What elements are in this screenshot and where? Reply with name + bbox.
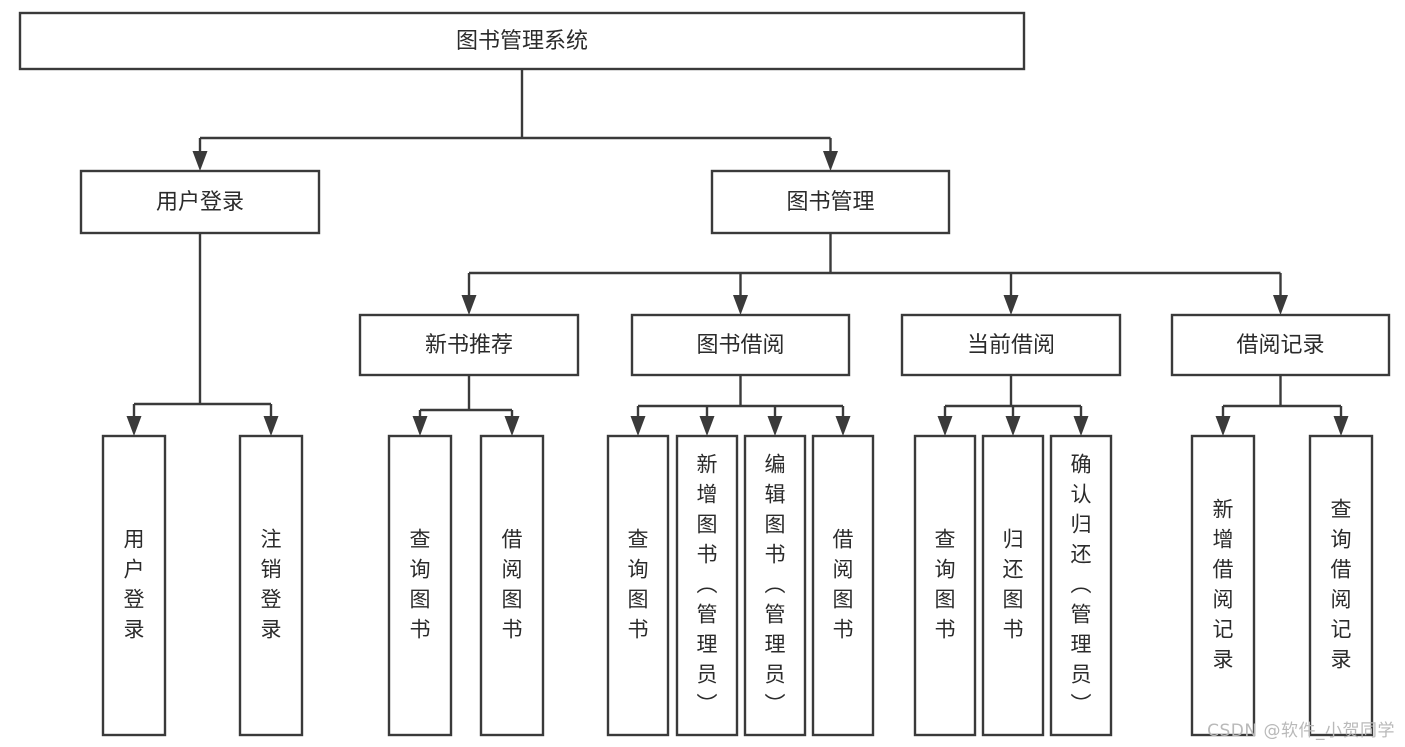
arrow-head-icon	[823, 151, 838, 171]
connector-group-borrow-record	[1215, 375, 1349, 436]
node-label: 查询图书	[935, 528, 956, 642]
node-leaf-query-book-1[interactable]: 查询图书	[387, 434, 453, 737]
node-new-book-recommend[interactable]: 新书推荐	[358, 313, 580, 377]
node-box	[743, 434, 807, 737]
connector-layer	[126, 69, 1349, 436]
node-box	[630, 313, 851, 377]
node-box	[18, 11, 1026, 71]
node-layer: 图书管理系统用户登录图书管理新书推荐图书借阅当前借阅借阅记录用户登录注销登录查询…	[18, 11, 1391, 737]
node-box	[358, 313, 580, 377]
node-box	[101, 434, 167, 737]
node-label: 确认归还︵管理员︶	[1071, 453, 1092, 717]
node-leaf-query-book-2[interactable]: 查询图书	[606, 434, 670, 737]
node-leaf-query-book-3[interactable]: 查询图书	[913, 434, 977, 737]
node-label: 新增图书︵管理员︶	[697, 453, 718, 717]
node-current-borrow[interactable]: 当前借阅	[900, 313, 1122, 377]
arrow-head-icon	[1073, 416, 1089, 436]
node-leaf-return-book[interactable]: 归还图书	[981, 434, 1045, 737]
node-label: 查询图书	[410, 528, 431, 642]
arrow-head-icon	[263, 416, 279, 436]
node-label: 查询图书	[628, 528, 649, 642]
node-box	[981, 434, 1045, 737]
node-box	[1170, 313, 1391, 377]
node-leaf-borrow-book-2[interactable]: 借阅图书	[811, 434, 875, 737]
node-box	[387, 434, 453, 737]
node-leaf-query-borrow-record[interactable]: 查询借阅记录	[1308, 434, 1374, 737]
node-box	[1049, 434, 1113, 737]
node-label: 图书管理	[786, 190, 874, 215]
node-box	[1308, 434, 1374, 737]
node-book-borrow[interactable]: 图书借阅	[630, 313, 851, 377]
node-box	[238, 434, 304, 737]
node-user-login[interactable]: 用户登录	[79, 169, 321, 235]
connector-group-new-book-recommend	[412, 375, 520, 436]
node-box	[710, 169, 951, 235]
arrow-head-icon	[412, 416, 428, 436]
arrow-head-icon	[1215, 416, 1231, 436]
arrow-head-icon	[126, 416, 142, 436]
arrow-head-icon	[733, 295, 748, 315]
arrow-head-icon	[937, 416, 953, 436]
node-box	[900, 313, 1122, 377]
arrow-head-icon	[1273, 295, 1288, 315]
node-leaf-confirm-return-admin[interactable]: 确认归还︵管理员︶	[1049, 434, 1113, 737]
node-box	[811, 434, 875, 737]
node-label: 新书推荐	[425, 333, 513, 358]
node-box	[606, 434, 670, 737]
connector-group-current-borrow	[937, 375, 1089, 436]
connector-group-root	[192, 69, 838, 171]
node-box	[675, 434, 739, 737]
node-leaf-logout[interactable]: 注销登录	[238, 434, 304, 737]
node-label: 归还图书	[1003, 528, 1024, 642]
arrow-head-icon	[1005, 416, 1021, 436]
node-box	[913, 434, 977, 737]
node-leaf-borrow-book-1[interactable]: 借阅图书	[479, 434, 545, 737]
connector-group-book-management	[461, 233, 1288, 315]
node-label: 图书管理系统	[456, 29, 588, 54]
node-label: 当前借阅	[967, 333, 1055, 358]
arrow-head-icon	[835, 416, 851, 436]
node-label: 注销登录	[261, 528, 282, 642]
node-label: 用户登录	[156, 190, 244, 215]
node-box	[79, 169, 321, 235]
node-leaf-add-book-admin[interactable]: 新增图书︵管理员︶	[675, 434, 739, 737]
node-borrow-record[interactable]: 借阅记录	[1170, 313, 1391, 377]
node-box	[1190, 434, 1256, 737]
node-label: 编辑图书︵管理员︶	[765, 453, 786, 717]
node-label: 新增借阅记录	[1213, 498, 1234, 672]
node-leaf-edit-book-admin[interactable]: 编辑图书︵管理员︶	[743, 434, 807, 737]
node-label: 借阅记录	[1236, 333, 1324, 358]
node-box	[479, 434, 545, 737]
node-root[interactable]: 图书管理系统	[18, 11, 1026, 71]
arrow-head-icon	[504, 416, 520, 436]
node-label: 借阅图书	[502, 528, 523, 642]
node-leaf-add-borrow-record[interactable]: 新增借阅记录	[1190, 434, 1256, 737]
node-label: 查询借阅记录	[1331, 498, 1352, 672]
node-leaf-user-login[interactable]: 用户登录	[101, 434, 167, 737]
node-book-management[interactable]: 图书管理	[710, 169, 951, 235]
arrow-head-icon	[192, 151, 208, 171]
arrow-head-icon	[1333, 416, 1349, 436]
arrow-head-icon	[1003, 295, 1019, 315]
arrow-head-icon	[461, 295, 477, 315]
arrow-head-icon	[630, 416, 646, 436]
arrow-head-icon	[767, 416, 783, 436]
node-label: 用户登录	[124, 528, 145, 642]
node-label: 图书借阅	[696, 333, 784, 358]
connector-group-book-borrow	[630, 375, 851, 436]
connector-group-user-login	[126, 233, 279, 436]
node-label: 借阅图书	[833, 528, 854, 642]
arrow-head-icon	[699, 416, 715, 436]
